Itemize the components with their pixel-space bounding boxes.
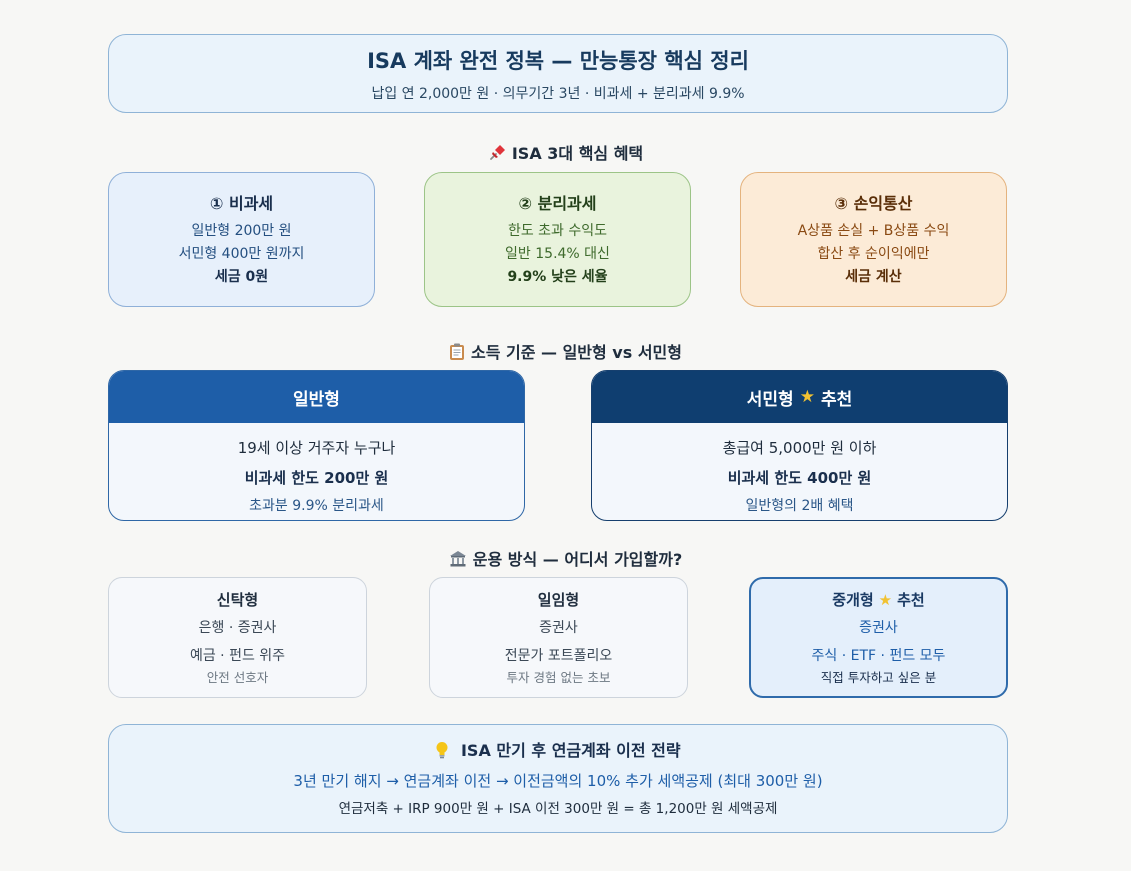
benefits-title-text: ISA 3대 핵심 혜택 xyxy=(511,144,644,163)
income-type-line: 총급여 5,000만 원 이하 xyxy=(722,439,877,457)
benefits-section-title: ISA 3대 핵심 혜택 xyxy=(0,140,1131,164)
operation-type-trust: 신탁형 은행 · 증권사 예금 · 펀드 위주 안전 선호자 xyxy=(108,577,367,698)
income-type-highlight: 비과세 한도 400만 원 xyxy=(727,469,872,487)
operation-title-text: 운용 방식 — 어디서 가입할까? xyxy=(472,550,683,569)
operation-type-line: 예금 · 펀드 위주 xyxy=(189,647,286,664)
income-type-highlight: 비과세 한도 200만 원 xyxy=(244,469,389,487)
benefit-highlight: 세금 0원 xyxy=(214,269,269,285)
operation-type-note: 직접 투자하고 싶은 분 xyxy=(820,669,937,685)
income-type-title: 서민형 xyxy=(746,389,794,410)
operation-type-note: 안전 선호자 xyxy=(206,669,269,685)
income-section-title: 소득 기준 — 일반형 vs 서민형 xyxy=(0,339,1131,363)
income-title-text: 소득 기준 — 일반형 vs 서민형 xyxy=(470,343,682,362)
operation-type-discretionary: 일임형 증권사 전문가 포트폴리오 투자 경험 없는 초보 xyxy=(429,577,688,698)
operation-type-line: 은행 · 증권사 xyxy=(198,619,277,636)
benefit-title: ③ 손익통산 xyxy=(834,194,913,213)
benefit-line: 한도 초과 수익도 xyxy=(507,223,608,239)
benefit-line: 일반 15.4% 대신 xyxy=(505,246,610,262)
benefit-highlight: 세금 계산 xyxy=(845,269,902,285)
income-type-note: 초과분 9.9% 분리과세 xyxy=(249,498,384,514)
operation-type-title-row: 중개형★추천 xyxy=(832,589,924,610)
income-type-header: 일반형 xyxy=(109,371,524,423)
benefit-card-tax-free: ① 비과세 일반형 200만 원 서민형 400만 원까지 세금 0원 xyxy=(108,172,375,307)
operation-type-line: 주식 · ETF · 펀드 모두 xyxy=(811,647,946,664)
operation-section-title: 운용 방식 — 어디서 가입할까? xyxy=(0,546,1131,570)
strategy-title: ISA 만기 후 연금계좌 이전 전략 xyxy=(435,737,681,761)
operation-type-line: 증권사 xyxy=(539,619,578,636)
operation-type-title: 신탁형 xyxy=(216,590,259,609)
operation-type-title: 중개형 xyxy=(832,590,874,609)
page-title: ISA 계좌 완전 정복 — 만능통장 핵심 정리 xyxy=(367,48,749,73)
benefit-title: ① 비과세 xyxy=(209,194,274,213)
income-type-title: 일반형 xyxy=(293,389,340,410)
benefit-line: 일반형 200만 원 xyxy=(191,223,292,239)
income-type-header: 서민형 ★ 추천 xyxy=(592,371,1007,423)
operation-type-brokerage: 중개형★추천 증권사 주식 · ETF · 펀드 모두 직접 투자하고 싶은 분 xyxy=(749,577,1008,698)
lightbulb-icon xyxy=(435,741,455,760)
star-icon: ★ xyxy=(799,387,815,407)
page-subtitle: 납입 연 2,000만 원 · 의무기간 3년 · 비과세 + 분리과세 9.9… xyxy=(371,85,745,102)
recommend-label: 추천 xyxy=(820,389,853,410)
income-type-note: 일반형의 2배 혜택 xyxy=(745,498,854,514)
benefit-line: A상품 손실 + B상품 수익 xyxy=(797,223,950,239)
income-type-line: 19세 이상 거주자 누구나 xyxy=(237,439,396,457)
strategy-flow: 3년 만기 해지 → 연금계좌 이전 → 이전금액의 10% 추가 세액공제 (… xyxy=(293,771,823,790)
benefit-card-separate-tax: ② 분리과세 한도 초과 수익도 일반 15.4% 대신 9.9% 낮은 세율 xyxy=(424,172,691,307)
recommend-label: 추천 xyxy=(897,590,925,609)
operation-type-line: 전문가 포트폴리오 xyxy=(504,647,613,664)
header-banner: ISA 계좌 완전 정복 — 만능통장 핵심 정리 납입 연 2,000만 원 … xyxy=(108,34,1008,113)
strategy-title-text: ISA 만기 후 연금계좌 이전 전략 xyxy=(460,740,681,760)
income-type-low-income: 서민형 ★ 추천 총급여 5,000만 원 이하 비과세 한도 400만 원 일… xyxy=(591,370,1008,521)
operation-type-note: 투자 경험 없는 초보 xyxy=(506,669,611,685)
benefit-highlight: 9.9% 낮은 세율 xyxy=(507,269,608,285)
operation-type-title: 일임형 xyxy=(537,590,580,609)
benefit-line: 합산 후 순이익에만 xyxy=(817,246,930,262)
star-icon: ★ xyxy=(878,590,893,609)
clipboard-icon xyxy=(449,343,465,362)
income-type-general: 일반형 19세 이상 거주자 누구나 비과세 한도 200만 원 초과분 9.9… xyxy=(108,370,525,521)
strategy-total: 연금저축 + IRP 900만 원 + ISA 이전 300만 원 = 총 1,… xyxy=(338,800,778,817)
benefit-title: ② 분리과세 xyxy=(518,194,597,213)
benefit-line: 서민형 400만 원까지 xyxy=(178,246,305,262)
bank-icon xyxy=(449,550,467,569)
pin-icon xyxy=(488,144,506,163)
benefit-card-loss-offset: ③ 손익통산 A상품 손실 + B상품 수익 합산 후 순이익에만 세금 계산 xyxy=(740,172,1007,307)
pension-transfer-strategy: ISA 만기 후 연금계좌 이전 전략 3년 만기 해지 → 연금계좌 이전 →… xyxy=(108,724,1008,833)
operation-type-line: 증권사 xyxy=(859,619,898,636)
